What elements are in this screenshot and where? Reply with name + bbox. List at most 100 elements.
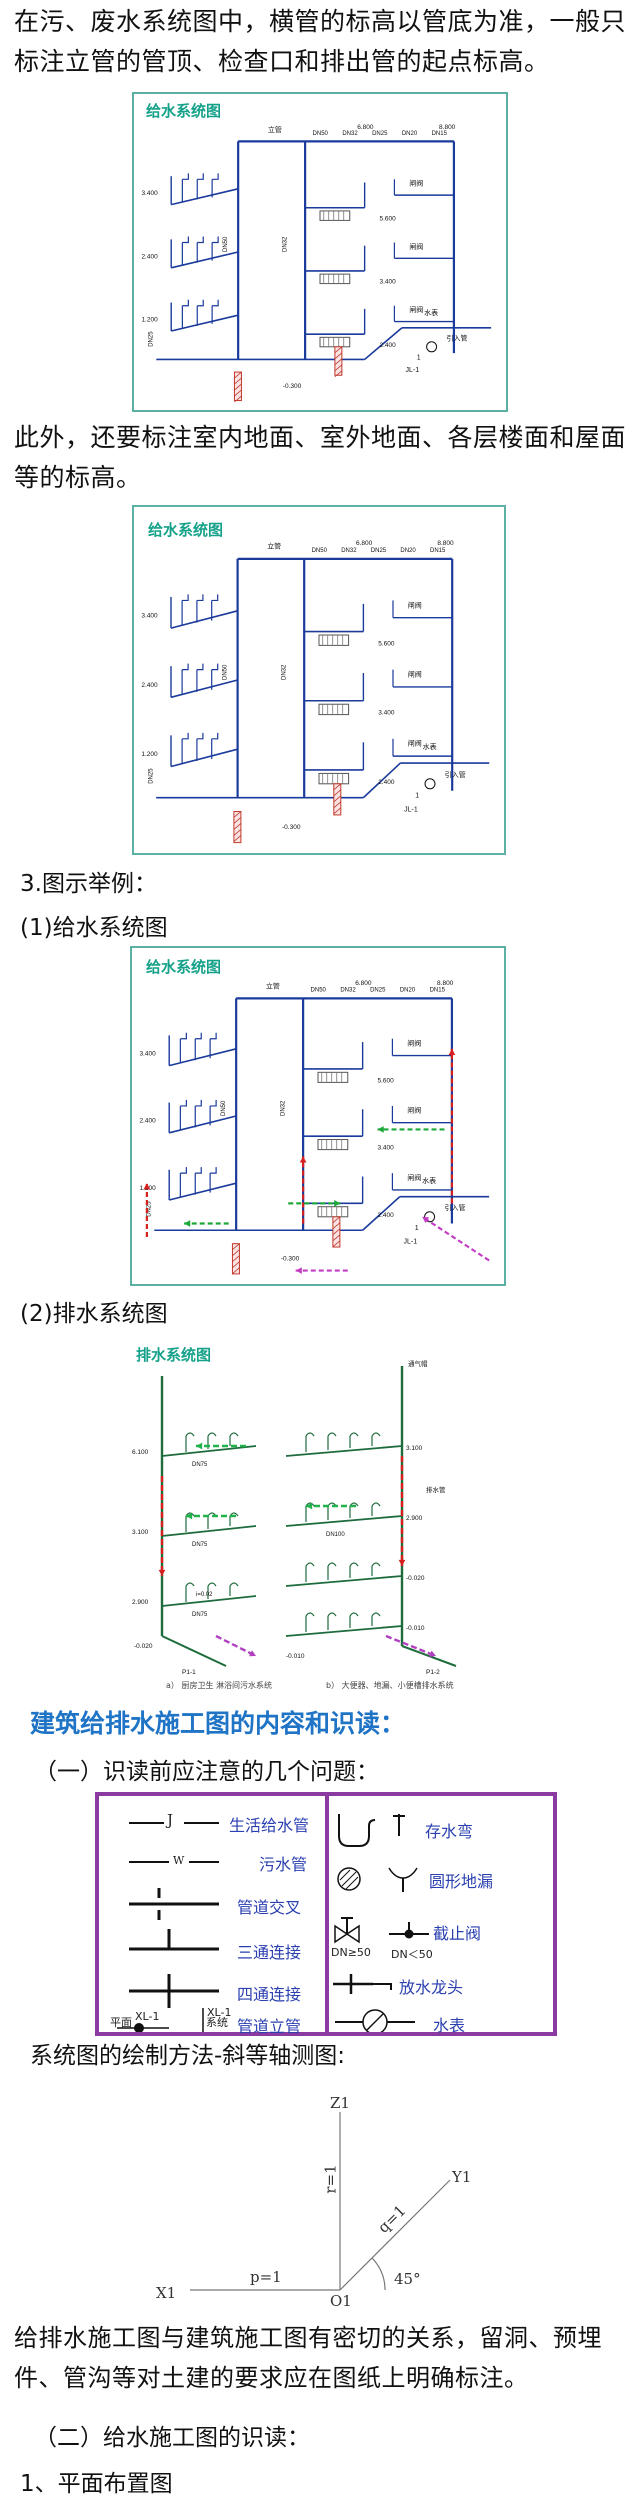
pipe-size-label: DN75 xyxy=(192,1612,208,1618)
pipe-line xyxy=(171,188,239,206)
drain-pipe xyxy=(215,1634,257,1658)
wall-hatch-line xyxy=(233,817,242,824)
wall-hatch-line xyxy=(233,811,242,818)
wall-hatch-line xyxy=(332,1240,341,1248)
fixture-icon xyxy=(319,273,351,285)
fixture-icon xyxy=(210,1032,217,1040)
drain-fixture xyxy=(229,1582,239,1587)
figure-title: 排水系统图 xyxy=(136,1346,212,1364)
valve-label: 闸阀 xyxy=(407,1038,421,1047)
elevation-label: 2.400 xyxy=(139,1118,156,1125)
elevation-label: 3.400 xyxy=(378,710,395,717)
standpipe-label: 立管 xyxy=(266,981,280,990)
flow-arrowhead xyxy=(429,1650,436,1657)
elevation-label: 2.900 xyxy=(132,1599,149,1606)
inlet-label: 引入管 xyxy=(445,770,466,779)
drain-pipe xyxy=(161,1635,227,1667)
wall-hatch-line xyxy=(334,370,343,378)
wall-hatch-line xyxy=(332,1228,341,1236)
drain-caption-b: b） 大便器、地漏、小便槽排水系统 xyxy=(326,1681,454,1690)
intro-paragraph-1: 在污、废水系统图中，横管的标高以管底为准，一般只标注立管的管顶、检查口和排出管的… xyxy=(14,7,627,76)
p-ratio-label: p=1 xyxy=(250,2268,282,2286)
valve-label: 闸阀 xyxy=(408,739,422,748)
fixture-icon xyxy=(318,703,350,716)
fixture-icon xyxy=(319,336,351,348)
pipe-size-label: DN50 xyxy=(311,988,327,994)
valve-label: 闸阀 xyxy=(409,179,423,188)
elevation-label: -0.010 xyxy=(286,1653,305,1660)
elevation-label: 1.200 xyxy=(141,317,158,324)
figure-title: 给水系统图 xyxy=(146,958,222,976)
fixture-icon xyxy=(182,236,189,244)
elevation-label: 3.400 xyxy=(141,613,158,620)
wall-hatch xyxy=(233,810,242,844)
elevation-label: 1.200 xyxy=(141,751,158,758)
riser-tag-system: XL-1 xyxy=(207,2006,232,2019)
r-ratio-label: r=1 xyxy=(321,2164,340,2194)
flow-arrowhead xyxy=(398,1559,406,1566)
notes-heading: （一）识读前应注意的几个问题： xyxy=(34,1759,379,1785)
pipe-line xyxy=(170,748,238,768)
vent-cap-label: 通气帽 xyxy=(408,1359,428,1368)
fixture-icon xyxy=(197,299,204,307)
fixture-icon xyxy=(211,663,219,671)
fixture-icon xyxy=(212,236,219,244)
wall-hatch-line xyxy=(232,1267,240,1274)
wall-hatch xyxy=(233,371,242,402)
fixture-icon xyxy=(318,634,350,646)
water-drawing-reading-heading: （二）给水施工图的识读： xyxy=(34,2425,310,2451)
wall-hatch-line xyxy=(233,823,242,830)
wall-hatch-line xyxy=(232,1255,240,1262)
meter-label: 水表 xyxy=(423,742,437,751)
fixture-icon xyxy=(195,1099,202,1107)
sewage-pipe-symbol: W xyxy=(173,1854,185,1867)
riser-tag: JL-1 xyxy=(406,367,420,374)
drain-fixture xyxy=(349,1562,359,1567)
drain-fixture xyxy=(185,1582,195,1587)
drain-pipe xyxy=(161,1595,257,1607)
inlet-label: 引入管 xyxy=(444,1203,465,1212)
pipe-size-label: DN25 xyxy=(371,548,387,554)
wall-hatch-line xyxy=(233,835,242,842)
fixture-icon xyxy=(317,1071,349,1083)
fixture-icon xyxy=(317,1139,349,1151)
standpipe-label: 立管 xyxy=(268,125,282,134)
pipe-size-label: DN32 xyxy=(283,236,289,252)
wall-hatch-line xyxy=(332,1216,341,1224)
drain-pipe xyxy=(285,1575,403,1587)
fixture-icon xyxy=(195,1032,202,1040)
symbol-legend: J 生活给水管 W 污水管 管道交叉 三通连接 四通连接 XL-1 XL-1 管… xyxy=(95,1792,557,2036)
elevation-label: -0.300 xyxy=(282,824,301,831)
wall-hatch-line xyxy=(333,783,342,791)
legend-label-tee: 三通连接 xyxy=(237,1943,302,1962)
fixture-icon xyxy=(317,1206,349,1218)
wall-hatch-line xyxy=(234,377,242,385)
sheet-number: 1 xyxy=(415,793,419,800)
valve-label: 闸阀 xyxy=(409,242,423,251)
pipe-line xyxy=(170,679,238,699)
water-pipe-symbol: J xyxy=(167,1811,174,1829)
pipe-size-label: DN50 xyxy=(223,664,229,680)
wall-hatch-line xyxy=(334,346,343,354)
elevation-label: 2.400 xyxy=(141,253,158,260)
elevation-label: 3.100 xyxy=(406,1445,423,1452)
elevation-label: 8.800 xyxy=(437,980,454,987)
elevation-label: -0.020 xyxy=(406,1575,425,1582)
elevation-label: 5.600 xyxy=(378,640,395,647)
section-3-heading: 3.图示举例： xyxy=(20,871,157,897)
flow-arrowhead xyxy=(448,1048,456,1055)
wall-hatch-line xyxy=(333,807,342,815)
meter-label: 水表 xyxy=(422,1176,436,1185)
meter-icon xyxy=(426,341,438,353)
wall-hatch-line xyxy=(234,395,242,403)
axonometric-diagram: Z1 Y1 X1 O1 r=1 q=1 p=1 45° xyxy=(156,2094,480,2310)
fixture-icon xyxy=(180,1032,187,1040)
drain-tag: P1-1 xyxy=(182,1669,196,1676)
pipe-line xyxy=(170,610,238,629)
elevation-label: 2.400 xyxy=(380,342,397,349)
pipe-size-label: DN15 xyxy=(430,548,446,554)
drain-pipe xyxy=(161,1525,257,1537)
fixture-icon xyxy=(211,594,219,602)
meter-icon xyxy=(424,778,436,790)
elevation-label: 5.600 xyxy=(378,1077,395,1084)
